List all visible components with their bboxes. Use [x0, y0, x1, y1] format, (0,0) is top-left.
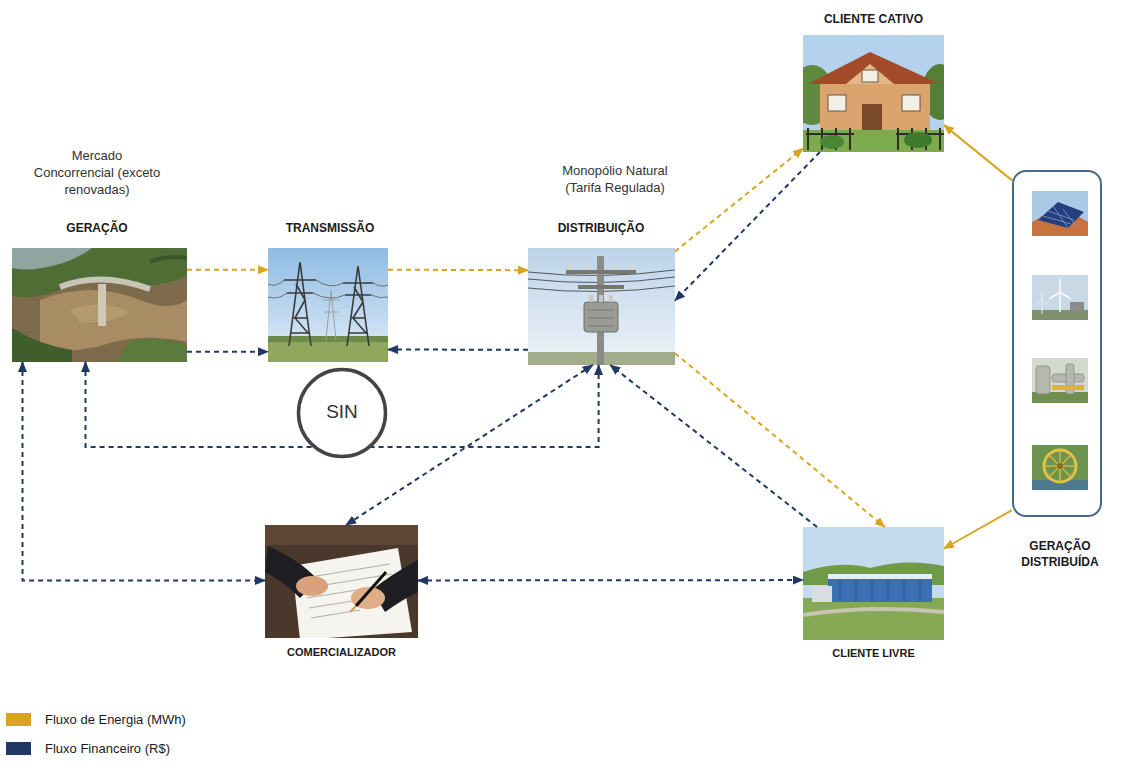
distribution-node: Monopólio Natural (Tarifa Regulada)DISTR…: [528, 248, 675, 365]
market-note: Mercado Concorrencial (exceto renovadas): [30, 147, 164, 198]
energy-flow-arrow: [675, 353, 885, 527]
trader-node: COMERCIALIZADOR: [265, 525, 418, 638]
transmission-node: TRANSMISSÃO: [268, 248, 388, 362]
monopoly-note: Monopólio Natural (Tarifa Regulada): [545, 162, 685, 196]
captive-client-node: CLIENTE CATIVO: [803, 35, 944, 152]
solar-icon: [1032, 191, 1088, 236]
waterwheel-icon: [1032, 445, 1088, 490]
house-photo: [803, 35, 944, 152]
node-title: CLIENTE LIVRE: [793, 646, 954, 660]
node-title: COMERCIALIZADOR: [251, 645, 432, 659]
dam-photo: [12, 248, 187, 362]
energy-flow-arrow: [944, 510, 1012, 548]
circle-label: SIN: [296, 401, 388, 423]
energy-flow-arrow: [187, 269, 268, 271]
node-title: DISTRIBUIÇÃO: [526, 221, 676, 236]
biogas-icon: [1032, 358, 1088, 403]
financial-flow-arrow: [187, 351, 268, 353]
legend-text: Fluxo Financeiro (R$): [45, 740, 170, 757]
energy-flow-arrow: [944, 125, 1012, 180]
factory-photo: [803, 527, 944, 640]
financial-flow-arrow: [418, 579, 803, 581]
distribution-photo: [528, 248, 675, 365]
sin-circle: SIN: [296, 367, 388, 459]
financial-flow-arrow: [675, 152, 820, 301]
financial-flow-arrow: [388, 349, 528, 351]
free-client-node: CLIENTE LIVRE: [803, 527, 944, 640]
legend-swatch: [6, 742, 31, 755]
node-title: TRANSMISSÃO: [258, 221, 402, 236]
financial-flow-arrow: [610, 365, 817, 527]
wind-icon: [1032, 275, 1088, 320]
node-title: CLIENTE CATIVO: [793, 12, 954, 27]
legend-text: Fluxo de Energia (MWh): [45, 711, 186, 728]
financial-flow-arrow: [23, 362, 266, 580]
distributed-generation-group: GERAÇÃO DISTRIBUÍDA: [1012, 170, 1102, 517]
contract-photo: [265, 525, 418, 638]
generation-node: Mercado Concorrencial (exceto renovadas)…: [12, 248, 187, 362]
transmission-photo: [268, 248, 388, 362]
energy-flow-arrow: [388, 269, 528, 272]
group-title: GERAÇÃO DISTRIBUÍDA: [1004, 538, 1116, 570]
financial-flow-arrow: [346, 365, 593, 525]
energy-flow-arrow: [675, 149, 803, 252]
node-title: GERAÇÃO: [20, 221, 174, 236]
legend-swatch: [6, 713, 31, 726]
